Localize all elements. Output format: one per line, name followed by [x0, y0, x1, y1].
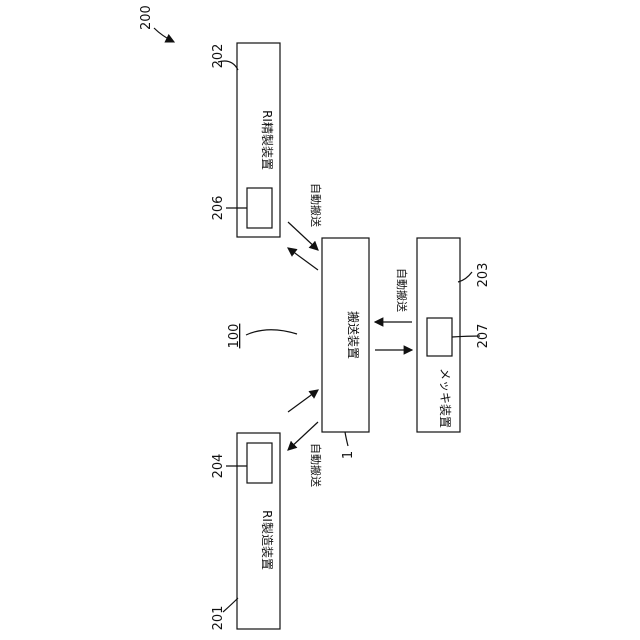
ref-100: 100 — [227, 324, 242, 349]
ri-refine-label: RI精製装置 — [260, 110, 274, 170]
ref-202: 202 — [211, 44, 226, 69]
ref-201: 201 — [211, 606, 226, 631]
transport-device-box — [322, 238, 369, 432]
transport-label: 搬送装置 — [346, 311, 361, 359]
ri-produce-label: RI製造装置 — [260, 510, 274, 570]
auto-transport-right: 自動搬送 — [395, 268, 409, 312]
ref-206: 206 — [211, 196, 226, 221]
ref-203: 203 — [476, 263, 491, 288]
plating-label: メッキ装置 — [438, 368, 452, 428]
ref-200: 200 — [139, 5, 154, 30]
ref-207: 207 — [476, 324, 491, 349]
arrow — [288, 390, 318, 412]
leader-1 — [345, 432, 348, 446]
ref-204: 204 — [211, 454, 226, 479]
unit-206-box — [247, 188, 272, 228]
auto-transport-top: 自動搬送 — [309, 183, 323, 227]
ref-1: 1 — [341, 451, 356, 459]
unit-204-box — [247, 443, 272, 483]
leader-100 — [246, 330, 297, 335]
unit-207-box — [427, 318, 452, 356]
arrow — [288, 248, 318, 270]
arrow-200 — [154, 28, 174, 42]
auto-transport-bottom: 自動搬送 — [309, 443, 323, 487]
